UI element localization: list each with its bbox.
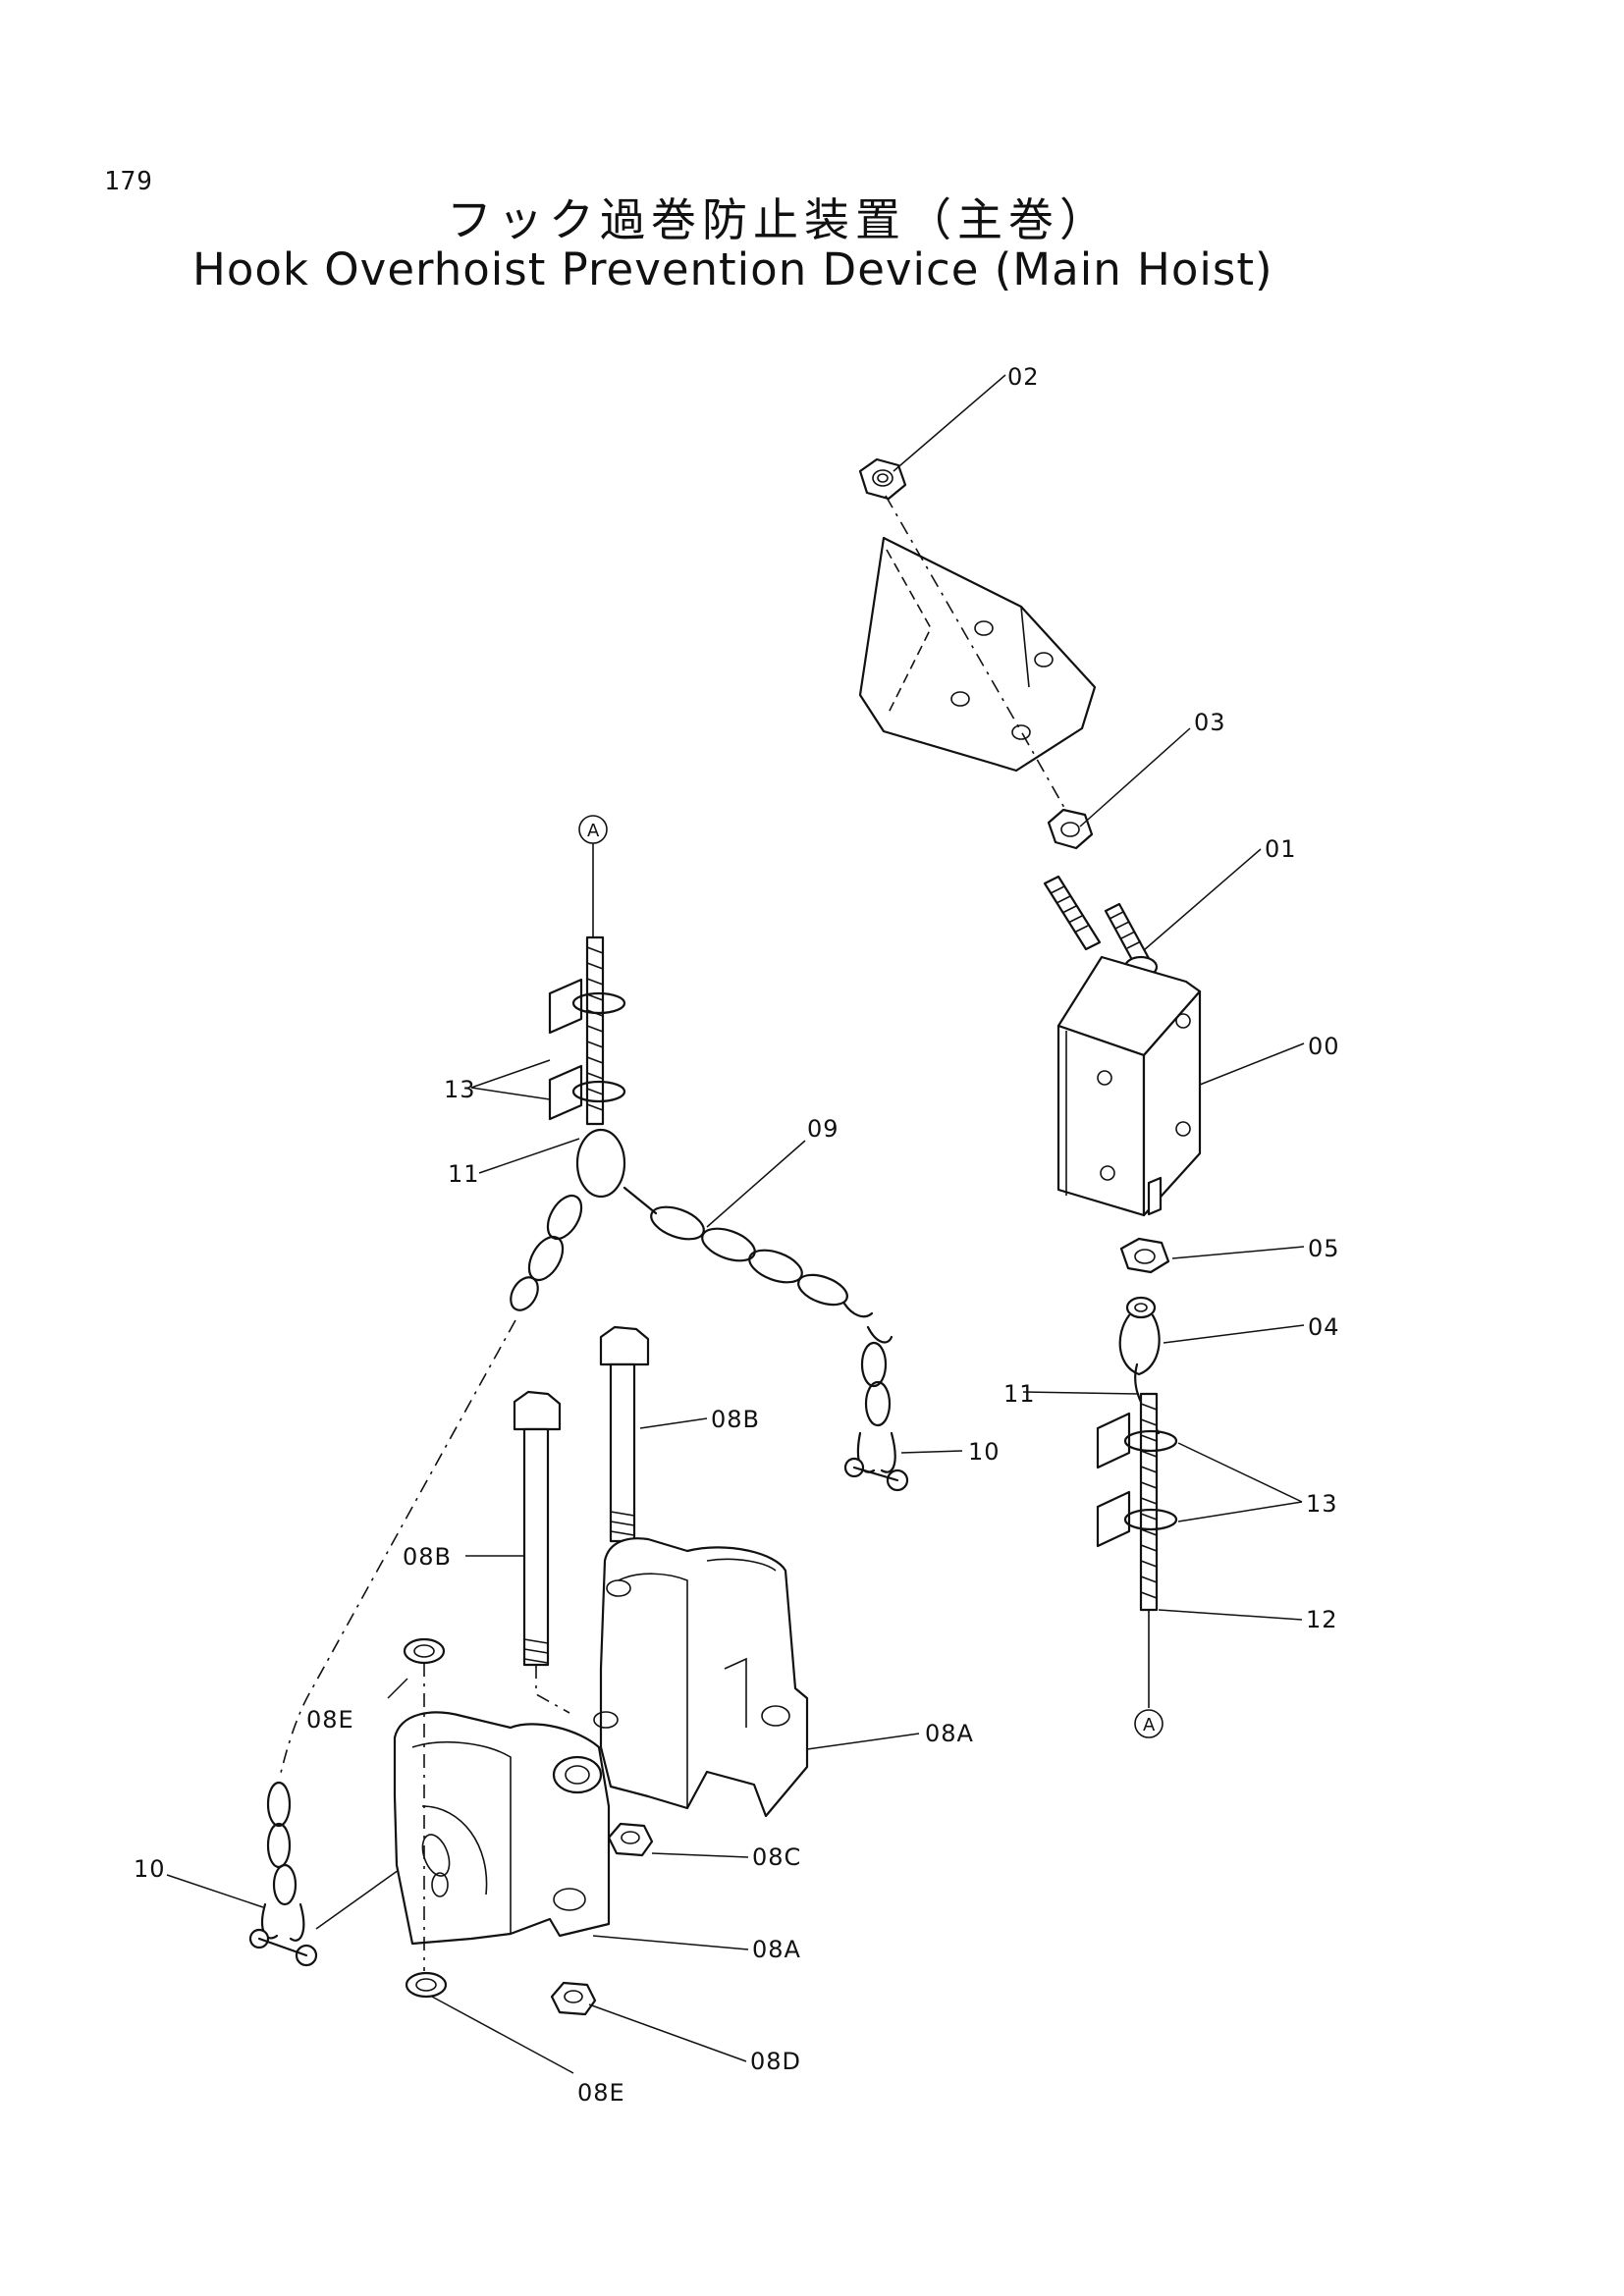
- reference-mark-a-top: A: [587, 821, 600, 841]
- page-number: 179: [104, 167, 153, 196]
- leader-lines: [166, 374, 1305, 2074]
- page-title-english: Hook Overhoist Prevention Device (Main H…: [192, 243, 1273, 295]
- callout-08c: 08C: [752, 1843, 801, 1871]
- callout-03: 03: [1194, 709, 1226, 736]
- callout-12: 12: [1306, 1606, 1338, 1633]
- part-05-nut: [1119, 1237, 1170, 1274]
- callout-13-right: 13: [1306, 1490, 1338, 1518]
- part-08e-washer-top: [403, 1637, 446, 1665]
- right-rod-assembly: [1096, 1296, 1178, 1738]
- callout-05: 05: [1308, 1235, 1340, 1262]
- part-08a-clamp-lower: [393, 1711, 611, 1946]
- callout-00: 00: [1308, 1033, 1340, 1060]
- left-rod-assembly: [548, 815, 626, 1199]
- callout-13-left: 13: [444, 1076, 476, 1103]
- callout-08b-right: 08B: [711, 1406, 760, 1433]
- part-08c-nut: [607, 1822, 654, 1857]
- part-10-shackle-left: [248, 1781, 413, 1967]
- callout-10-right: 10: [968, 1438, 1001, 1466]
- callout-01: 01: [1265, 835, 1297, 863]
- callout-09: 09: [807, 1115, 839, 1143]
- callout-02: 02: [1007, 363, 1040, 391]
- part-08b-bolt-right: [599, 1325, 650, 1543]
- callout-04: 04: [1308, 1313, 1340, 1341]
- callout-11-right: 11: [1003, 1380, 1036, 1408]
- callout-11-left: 11: [448, 1160, 480, 1188]
- reference-mark-a-bottom: A: [1143, 1715, 1156, 1735]
- part-03-nut: [1047, 808, 1094, 850]
- callout-08e-top: 08E: [306, 1706, 354, 1734]
- callout-08a-lower: 08A: [752, 1936, 801, 1963]
- part-08a-clamp-upper: [593, 1537, 809, 1818]
- callout-08e-bottom: 08E: [577, 2079, 625, 2107]
- page-title-japanese: フック過巻防止装置（主巻）: [447, 193, 1110, 246]
- callout-08d: 08D: [750, 2048, 801, 2075]
- part-09-chain: [510, 1186, 893, 1344]
- part-00-switch-body: [1056, 955, 1202, 1217]
- mounting-bracket: [858, 536, 1097, 773]
- callout-08a-upper: 08A: [925, 1720, 974, 1747]
- part-08b-bolt-left: [513, 1390, 562, 1667]
- part-08e-washer-bottom: [405, 1971, 448, 1999]
- callout-10-left: 10: [134, 1855, 166, 1883]
- callout-08b-left: 08B: [403, 1543, 452, 1571]
- part-02-nut: [858, 457, 907, 501]
- part-08d-nut: [550, 1981, 597, 2016]
- part-10-shackle-right: [843, 1341, 909, 1492]
